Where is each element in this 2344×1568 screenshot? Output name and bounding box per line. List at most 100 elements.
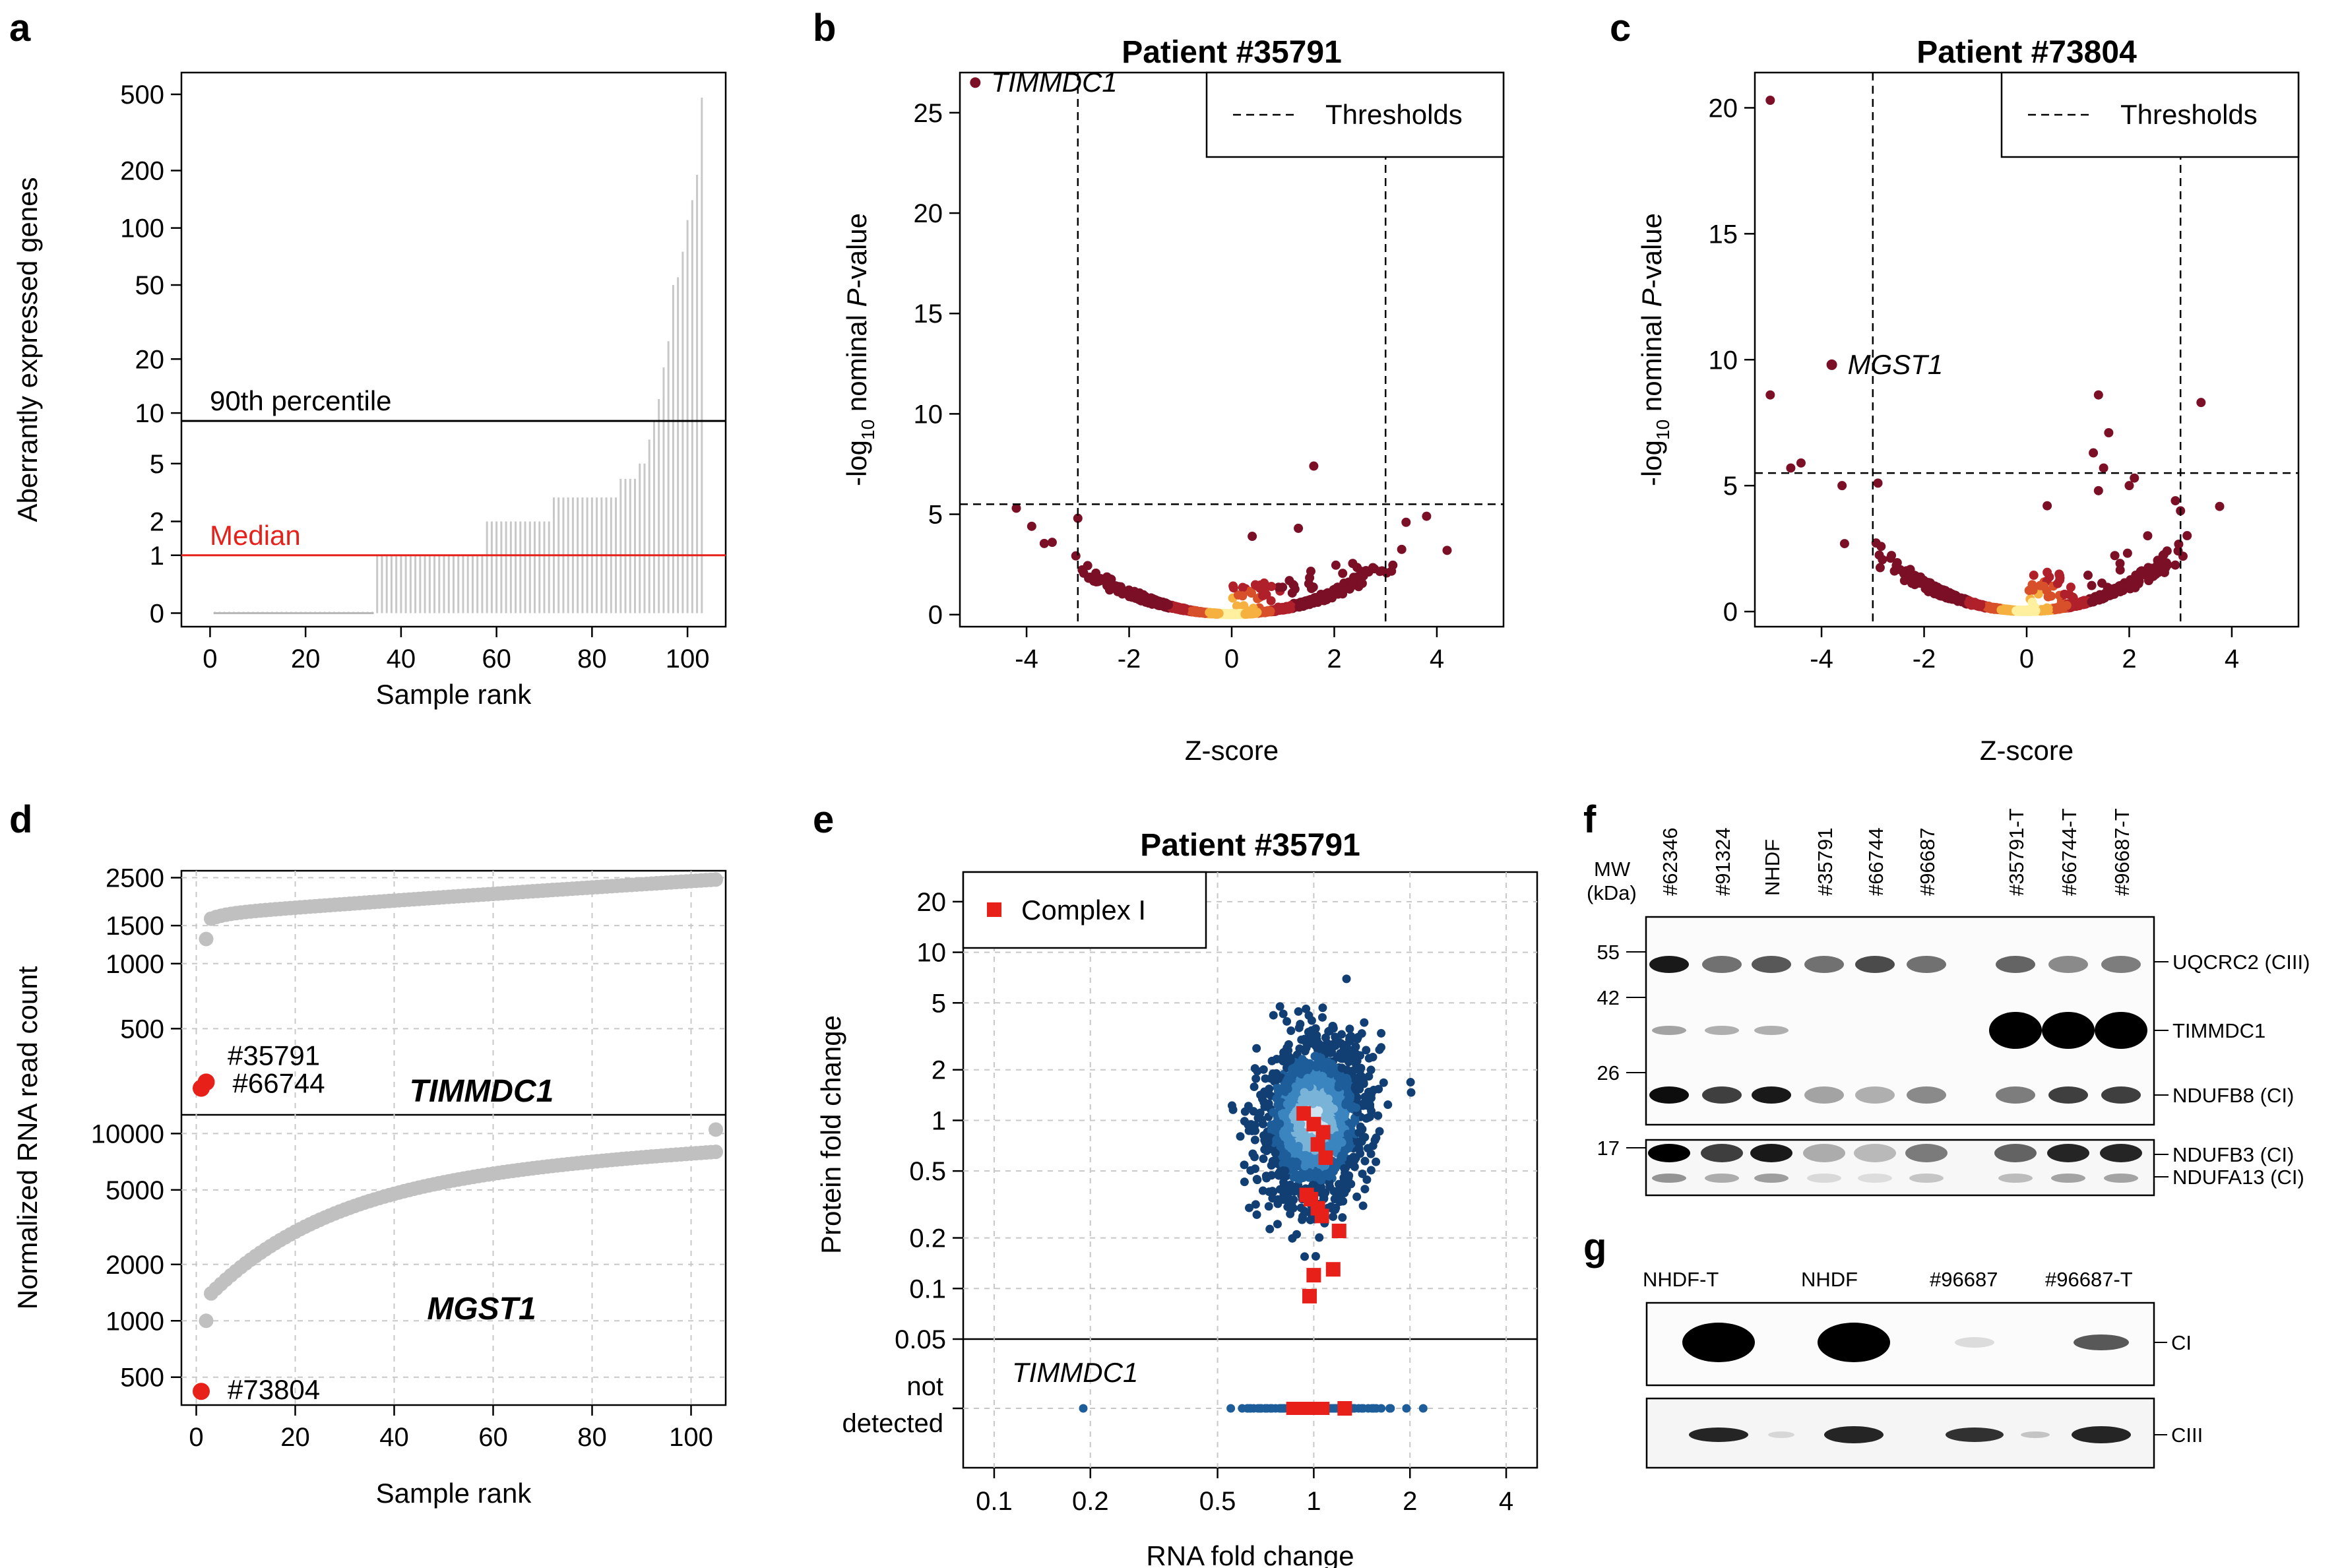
- data-point: [2099, 463, 2108, 473]
- y-tick-label: 10: [917, 939, 947, 968]
- data-point: [1284, 576, 1294, 586]
- data-point: [2182, 531, 2192, 541]
- data-point: [1358, 1201, 1368, 1210]
- data-point: [1286, 1093, 1296, 1102]
- y-tick-label: 1000: [106, 950, 164, 979]
- lane-label: #96687-T: [2110, 808, 2134, 896]
- data-point: [1259, 1154, 1268, 1164]
- data-point: [1337, 1138, 1346, 1147]
- band-ndufb3: [2047, 1144, 2089, 1162]
- band-ndufb3: [1648, 1144, 1690, 1162]
- mw-header: (kDa): [1587, 881, 1637, 904]
- y-tick-label: 0: [1723, 598, 1738, 627]
- band-ndufb3: [1803, 1144, 1845, 1162]
- data-point: [2046, 591, 2056, 601]
- y-tick-label: 1: [150, 542, 164, 571]
- band-uqcrc2: [1855, 956, 1895, 973]
- data-point: [1907, 577, 1916, 587]
- not-detected-label: not: [906, 1372, 943, 1401]
- data-point: [1300, 1047, 1310, 1056]
- data-point: [1887, 551, 1897, 561]
- data-point: [1288, 1157, 1297, 1166]
- data-point: [1311, 1252, 1320, 1261]
- y-tick-label: 5: [150, 450, 164, 479]
- data-point: [1243, 1404, 1252, 1413]
- x-tick-label: 40: [387, 644, 416, 674]
- data-point: [1422, 511, 1432, 521]
- data-point: [1071, 551, 1081, 561]
- data-point: [1275, 1404, 1284, 1413]
- data-point: [1956, 593, 1966, 603]
- data-point: [1265, 606, 1275, 616]
- data-point: [2093, 390, 2103, 400]
- x-tick-label: 4: [1430, 644, 1444, 674]
- data-point: [1084, 573, 1094, 583]
- band-ciii: [1824, 1426, 1884, 1443]
- mw-header: MW: [1594, 858, 1631, 881]
- data-point: [1406, 1078, 1415, 1087]
- data-point: [1873, 478, 1883, 488]
- data-point: [1309, 461, 1319, 471]
- data-point: [1255, 584, 1265, 594]
- data-point: [1377, 1028, 1386, 1038]
- data-point: [2083, 571, 2093, 580]
- data-point: [1878, 555, 1887, 565]
- y-tick-label: 15: [914, 299, 943, 329]
- data-point: [1275, 1002, 1284, 1011]
- data-point: [1261, 1074, 1270, 1083]
- band-timmdc1: [2095, 1012, 2147, 1049]
- panel-d-letter: d: [9, 798, 32, 841]
- data-point: [1322, 1080, 1331, 1089]
- panel-a-letter: a: [9, 7, 31, 49]
- band-ndufa13: [1705, 1174, 1739, 1183]
- y-tick-label: 25: [914, 99, 943, 128]
- x-tick-label: -2: [1118, 644, 1141, 674]
- data-point: [1366, 1166, 1376, 1175]
- mw-mark: 55: [1597, 941, 1620, 964]
- data-point: [1402, 1404, 1411, 1413]
- data-point: [1315, 1233, 1324, 1242]
- data-point: [2170, 496, 2180, 506]
- percentile-label: 90th percentile: [210, 385, 392, 416]
- band-uqcrc2: [2101, 956, 2141, 973]
- data-point: [1284, 1142, 1293, 1151]
- lane-label: NHDF: [1801, 1268, 1858, 1291]
- data-point: [1360, 1156, 1370, 1166]
- x-tick-label: 20: [291, 644, 321, 674]
- x-tick-label: 0: [189, 1423, 203, 1452]
- data-point: [1892, 557, 1902, 567]
- data-point: [1228, 581, 1238, 591]
- band-ndufb8: [1702, 1086, 1742, 1104]
- x-axis-label: RNA fold change: [1146, 1540, 1354, 1568]
- complex-i-point: [1314, 1208, 1329, 1224]
- data-point: [2110, 551, 2120, 561]
- data-point: [1387, 566, 1397, 576]
- x-tick-label: -4: [1015, 644, 1038, 674]
- data-point: [1288, 1234, 1297, 1243]
- y-tick-label: 1500: [106, 912, 164, 941]
- data-point: [2143, 531, 2153, 541]
- data-point: [1289, 1195, 1298, 1205]
- data-point: [1283, 1084, 1292, 1094]
- data-point: [1269, 1011, 1278, 1020]
- band-ndufb8: [1649, 1086, 1689, 1104]
- y-tick-label: 20: [1709, 94, 1738, 123]
- data-point: [1251, 1200, 1260, 1209]
- x-tick-label: -4: [1810, 644, 1833, 674]
- data-point: [2124, 481, 2134, 491]
- data-point: [1286, 1203, 1295, 1212]
- data-point: [1271, 1156, 1280, 1165]
- data-point: [1248, 1149, 1257, 1158]
- data-point: [1372, 1157, 1381, 1166]
- data-point: [1765, 390, 1775, 400]
- lane-label: #96687: [1930, 1268, 1998, 1291]
- data-point: [2055, 602, 2065, 612]
- band-ndufb8: [2101, 1086, 2141, 1104]
- data-point: [1383, 1100, 1393, 1110]
- data-point: [1079, 1404, 1088, 1413]
- lane-label: #96687: [1916, 828, 1939, 896]
- highlight-label: #73804: [228, 1374, 320, 1405]
- y-tick-label: 1000: [106, 1307, 164, 1336]
